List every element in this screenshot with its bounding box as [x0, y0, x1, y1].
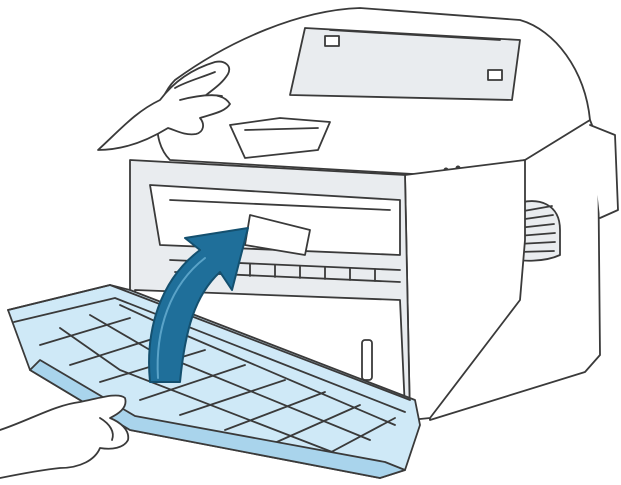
cover-bottom-edge [29, 359, 406, 479]
inner-slot [361, 339, 373, 381]
rear-tray-stub [589, 124, 619, 219]
front-cover [7, 284, 421, 479]
curved-arrow-icon [148, 227, 249, 383]
hand-bottom [0, 394, 130, 479]
hand-bottom-icon [0, 394, 130, 479]
close-direction-arrow [148, 227, 249, 383]
output-tray [289, 27, 521, 101]
hand-top [97, 60, 231, 151]
